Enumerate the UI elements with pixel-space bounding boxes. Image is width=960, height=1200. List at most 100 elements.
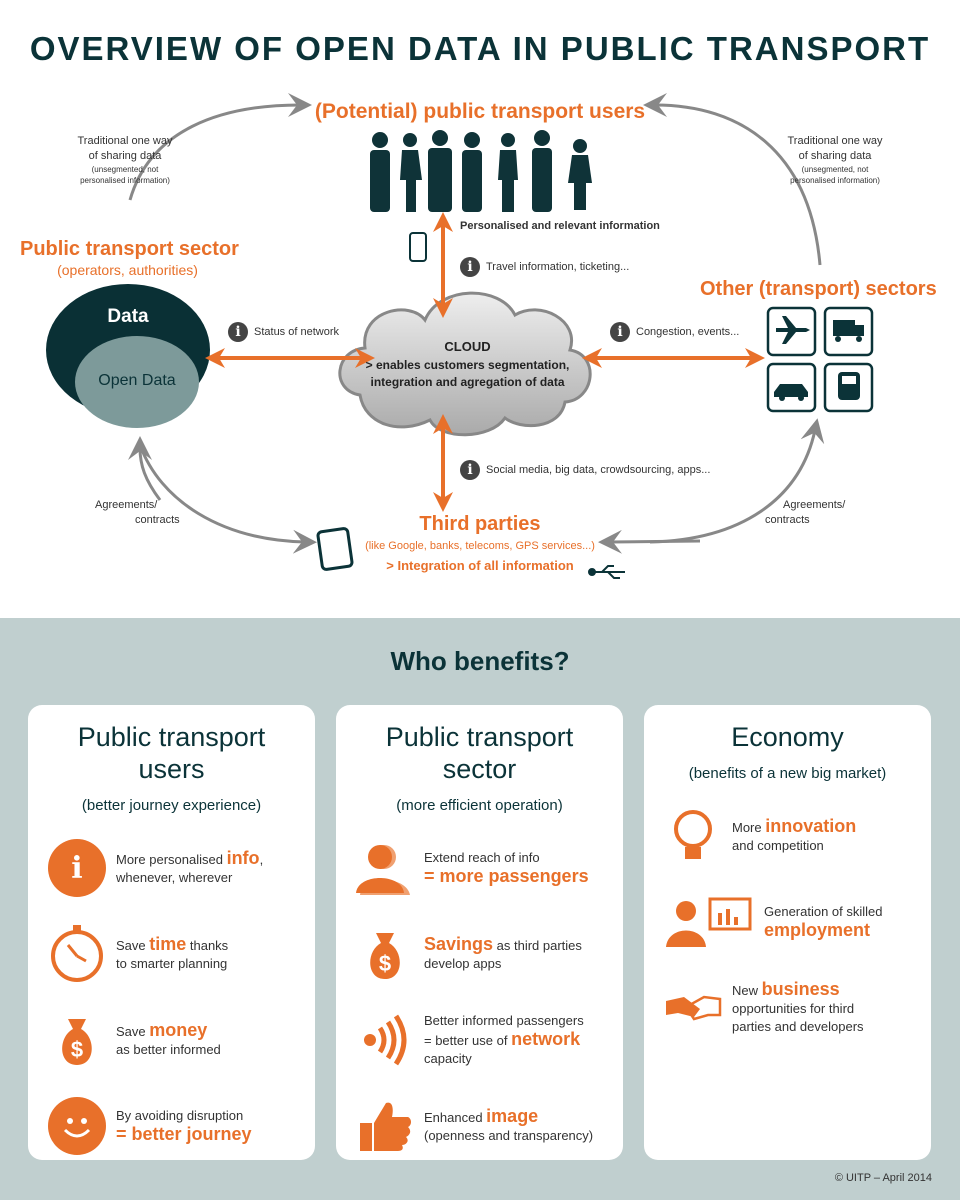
open-data-ellipse: [75, 336, 199, 428]
travel-info-label: Travel information, ticketing...: [486, 261, 630, 273]
plane-icon: [766, 306, 817, 357]
car-icon: [766, 362, 817, 413]
benefit-network: Better informed passengers= better use o…: [356, 1008, 623, 1072]
worker-computer-icon: [664, 893, 754, 951]
benefits-cards-1-items-2-mid: = better use of: [424, 1033, 512, 1048]
lightbulb-icon: [664, 807, 722, 865]
passengers-icon: [356, 839, 414, 897]
left_arc-small2: personalised information): [80, 176, 170, 185]
phone-icon: [409, 232, 427, 262]
benefits-cards-1-title1: Public transport: [385, 722, 574, 752]
integration-label: > Integration of all information: [386, 558, 574, 573]
benefits-cards-0-items-1-pre: Save: [116, 938, 150, 953]
users-title: (Potential) public transport users: [314, 100, 646, 123]
benefit-image: Enhanced image(openness and transparency…: [356, 1094, 623, 1158]
agreements-right: Agreements/contracts: [765, 498, 845, 528]
svg-text:$: $: [379, 951, 391, 976]
agreements_right-line1: Agreements/: [783, 499, 846, 511]
benefits-cards-2-items-2-pre: New: [732, 983, 762, 998]
benefits-cards-2-title1: Economy: [731, 722, 844, 752]
benefits-cards-0-items-1-post: thanks: [186, 938, 229, 953]
page-title: OVERVIEW OF OPEN DATA IN PUBLIC TRANSPOR…: [29, 30, 931, 67]
agreements_left-line2: contracts: [135, 514, 180, 526]
benefits-cards-1-items-3-line2: (openness and transparency): [424, 1128, 594, 1143]
benefits-cards-1-items-1-line2: develop apps: [424, 956, 502, 971]
signal-icon: [356, 1011, 414, 1069]
benefits-cards-0-items-2-hl: money: [149, 1020, 208, 1040]
info-icon: i: [48, 839, 106, 897]
benefits-cards-1-items-2-hl: network: [511, 1029, 581, 1049]
info-icon: i: [228, 322, 248, 342]
benefit-business: New business opportunities for third parti…: [664, 976, 931, 1040]
cloud-text: CLOUD > enables customers segmentation, in…: [345, 338, 590, 391]
benefit-passengers: Extend reach of info= more passengers: [356, 836, 623, 900]
tablet-icon: [316, 527, 354, 571]
benefit-journey: By avoiding disruption= better journey: [48, 1094, 315, 1158]
pt-sector-title: Public transport sector: [20, 238, 239, 260]
third-parties-title: Third parties: [419, 513, 541, 535]
open-data-label: Open Data: [98, 372, 176, 389]
benefits-cards-2-items-0-hl: innovation: [765, 816, 857, 836]
benefits-cards-0-subtitle: (better journey experience): [81, 797, 262, 814]
info-icon: i: [610, 322, 630, 342]
cloud-line1: > enables customers segmentation,: [365, 358, 570, 372]
personalised-info-label: Personalised and relevant information: [460, 220, 660, 232]
right_arc-line1: Traditional one way: [787, 135, 883, 147]
left_arc-small1: (unsegmented, not: [91, 165, 159, 174]
arc-left-top: [128, 93, 312, 201]
arc-left-bottom-up: [128, 436, 162, 501]
benefits-cards-0-items-0-line2: whenever, wherever: [116, 870, 233, 885]
social-media-label: Social media, big data, crowdsourcing, a…: [486, 464, 711, 476]
handshake-icon: [664, 979, 722, 1037]
people-silhouettes-icon: [370, 130, 592, 212]
diagram-graphics: [46, 93, 874, 579]
benefits-cards-1-items-1-post: as third parties: [493, 938, 582, 953]
arc-right-top: [643, 93, 822, 266]
other-sectors-title: Other (transport) sectors: [700, 278, 937, 300]
benefits-cards-0-items-0-hl: info: [226, 848, 260, 868]
truck-icon: [823, 306, 874, 357]
benefits-cards-1-items-3-pre: Enhanced: [424, 1110, 487, 1125]
info-icon: i: [460, 460, 480, 480]
benefits-cards-2-items-2-hl: business: [761, 979, 840, 999]
benefits-title: Who benefits?: [390, 646, 570, 676]
benefits-cards-1-title2: sector: [442, 754, 517, 784]
third-parties-subtitle: (like Google, banks, telecoms, GPS servi…: [365, 540, 595, 552]
agreements-left: Agreements/contracts: [95, 498, 180, 528]
right_arc-small2: personalised information): [790, 176, 880, 185]
pt-sector-subtitle: (operators, authorities): [57, 262, 198, 278]
arc-left-bottom: [138, 444, 317, 554]
benefits-cards-2-items-2-line2: opportunities for third: [732, 1001, 855, 1016]
benefits-cards-0-title1: Public transport: [77, 722, 266, 752]
left_arc-line2: of sharing data: [88, 150, 162, 162]
benefits-cards-1-items-2-line2: capacity: [424, 1051, 472, 1066]
cloud-title: CLOUD: [444, 339, 491, 354]
benefits-cards-0-items-0-post: ,: [259, 852, 264, 867]
money-bag-icon: $: [356, 925, 414, 983]
agreements_right-line2: contracts: [765, 514, 810, 526]
agreements_left-line1: Agreements/: [95, 499, 158, 511]
benefits-cards-1-subtitle: (more efficient operation): [396, 797, 563, 814]
benefits-cards-2-items-0-line2: and competition: [732, 838, 824, 853]
info-icon: i: [460, 257, 480, 277]
benefits-cards-0-items-3-hl: = better journey: [116, 1124, 252, 1144]
benefits-cards-2-items-2-line3: parties and developers: [732, 1019, 864, 1034]
usb-icon: [588, 565, 625, 579]
copyright: © UITP – April 2014: [834, 1172, 932, 1184]
stopwatch-icon: [48, 925, 106, 983]
data-label: Data: [107, 306, 149, 327]
cloud-line2: integration and agregation of data: [370, 375, 565, 389]
congestion-label: Congestion, events...: [636, 326, 740, 338]
smiley-icon: [48, 1097, 106, 1155]
right_arc-line2: of sharing data: [798, 150, 872, 162]
benefits-cards-0-items-0-pre: More personalised: [116, 852, 227, 867]
